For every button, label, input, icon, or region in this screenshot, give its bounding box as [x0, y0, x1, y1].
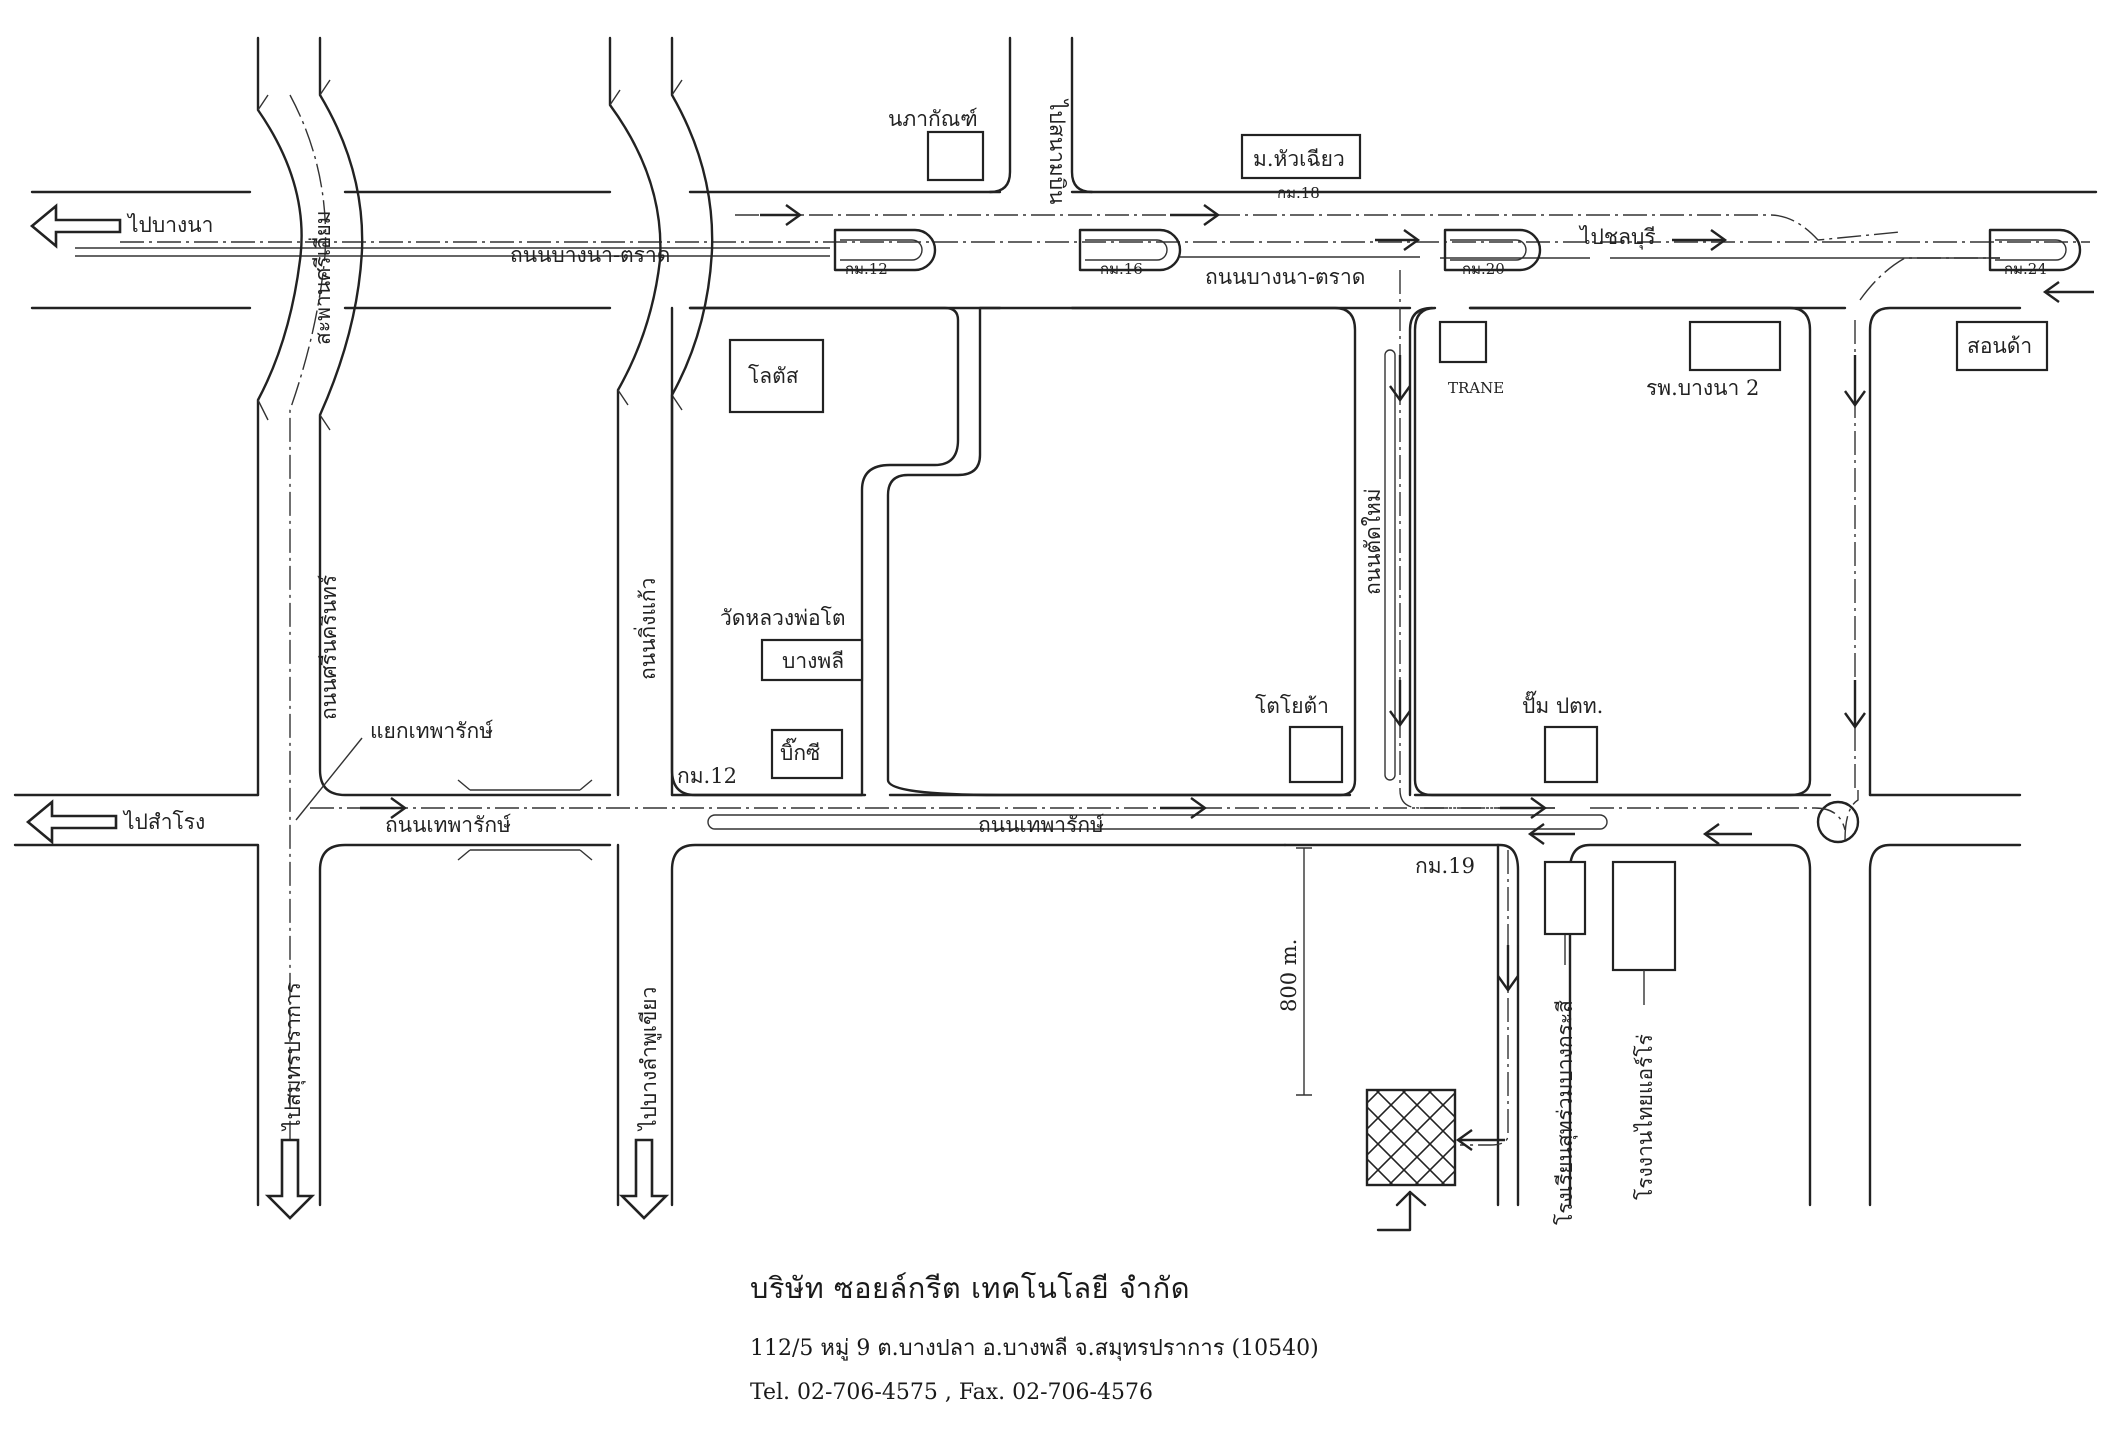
king-kaeo-road: ถนนกิ่งแก้ว — [608, 36, 1287, 1207]
landmark-wat-luang-pho-to: วัดหลวงพ่อโต — [720, 606, 846, 630]
bangna-trat-right-label: ถนนบางนา-ตราด — [1205, 265, 1365, 289]
route-arrow — [1170, 204, 1221, 226]
route-arrow — [1702, 823, 1752, 845]
route-arrow — [2042, 281, 2094, 303]
to-bangchalong-label: ไปบางลำพูเขียว — [637, 987, 662, 1132]
landmark-school: โรงเรียนสุทร่วมบางกระสี — [1543, 860, 1587, 1225]
arrow-west-bangna: ไปบางนา — [29, 203, 213, 249]
route-arrow — [360, 797, 408, 819]
svg-text:ม.หัวเฉียว: ม.หัวเฉียว — [1253, 147, 1345, 171]
km16-label: กม.16 — [1100, 260, 1143, 278]
route-arrow — [1844, 680, 1866, 730]
theparak-junction: แยกเทพารักษ์ — [295, 719, 494, 821]
landmark-hua-chiew: ม.หัวเฉียว กม.18 — [1240, 133, 1362, 202]
theparak-road: ถนนเทพารักษ์ ถนนเทพารักษ์ — [310, 779, 2022, 1207]
landmark-bigc: บิ๊กซี — [770, 728, 844, 780]
to-airport-label: ไปสนามบิน — [1045, 98, 1069, 204]
to-bangna-label: ไปบางนา — [126, 213, 213, 237]
arrow-west-samrong: ไปสำโรง — [25, 799, 205, 845]
arrow-south-samutprakan: ไปสมุทรปราการ — [264, 982, 316, 1220]
route-arrow — [1527, 823, 1575, 845]
km12-bottom-label: กม.12 — [677, 764, 737, 788]
svg-text:รพ.บางนา 2: รพ.บางนา 2 — [1646, 376, 1759, 400]
landmark-lotus: โลตัส — [728, 338, 825, 414]
u-turn-km16: กม.16 — [1078, 228, 1182, 278]
city-blocks: กม.12 — [670, 257, 2022, 844]
route-arrow — [1497, 945, 1519, 993]
route-arrow — [1389, 355, 1411, 403]
landmark-bangphli: บางพลี — [760, 638, 864, 682]
site-access-road: 800 m. กม.19 — [1277, 843, 1509, 1207]
to-samutprakan-label: ไปสมุทรปราการ — [281, 982, 306, 1132]
svg-text:บางพลี: บางพลี — [782, 649, 844, 673]
svg-text:แยกเทพารักษ์: แยกเทพารักษ์ — [370, 719, 494, 743]
svg-text:โรงงานไทยแอร์โร่: โรงงานไทยแอร์โร่ — [1633, 1034, 1657, 1200]
route-arrows — [360, 204, 2094, 1151]
new-cut-road-label: ถนนตัดใหม่ — [1361, 488, 1385, 595]
landmark-toyota: โตโยต้า — [1255, 694, 1344, 784]
bridge-label: สะพานศรีเอี่ยม — [308, 210, 335, 345]
king-kaeo-label: ถนนกิ่งแก้ว — [633, 578, 660, 680]
bangna-trat-highway — [30, 190, 2098, 310]
km20-label: กม.20 — [1462, 260, 1505, 278]
company-name: บริษัท ซอยล์กรีต เทคโนโลยี จำกัด — [750, 1271, 1191, 1305]
theparak-right-label: ถนนเทพารักษ์ — [978, 813, 1104, 837]
landmark-storehouse: สอนด้า — [1955, 320, 2049, 372]
landmark-nakkaphan: นภากัณฑ์ — [888, 107, 985, 182]
landmark-trane: TRANE — [1438, 320, 1504, 397]
route-arrow — [1455, 1129, 1505, 1151]
route-arrow — [1160, 797, 1208, 819]
distance-label: 800 m. — [1277, 939, 1301, 1012]
km12-top-label: กม.12 — [845, 260, 888, 278]
km19-label: กม.19 — [1415, 854, 1475, 878]
svg-text:ปั๊ม ปตท.: ปั๊ม ปตท. — [1522, 690, 1603, 718]
svg-text:บิ๊กซี: บิ๊กซี — [780, 737, 820, 765]
u-turn-km12: กม.12 — [833, 228, 937, 278]
svg-text:วัดหลวงพ่อโต: วัดหลวงพ่อโต — [720, 606, 846, 630]
svg-text:สอนด้า: สอนด้า — [1967, 334, 2032, 358]
route-arrow — [1389, 680, 1411, 728]
route-arrow — [1500, 797, 1548, 819]
route-arrow — [760, 204, 803, 226]
theparak-left-label: ถนนเทพารักษ์ — [385, 813, 511, 837]
route-arrow — [1672, 229, 1728, 251]
bangna-trat-left-label: ถนนบางนา-ตราด — [510, 243, 670, 267]
landmark-ptt: ปั๊ม ปตท. — [1522, 690, 1603, 784]
svg-text:TRANE: TRANE — [1448, 379, 1504, 397]
km24-label: กม.24 — [2004, 260, 2047, 278]
airport-road: ไปสนามบิน — [988, 36, 1094, 204]
route-arrow — [1375, 229, 1421, 251]
company-address: 112/5 หมู่ 9 ต.บางปลา อ.บางพลี จ.สมุทรปร… — [750, 1336, 1319, 1361]
u-turn-km20: กม.20 — [1443, 228, 1542, 278]
km18-label: กม.18 — [1277, 184, 1320, 202]
svg-text:นภากัณฑ์: นภากัณฑ์ — [888, 107, 978, 131]
u-turn-km24: กม.24 — [1988, 228, 2082, 278]
srinakarin-road: สะพานศรีเอี่ยม ถนนศรีนครินทร์ — [13, 36, 612, 1207]
svg-text:โลตัส: โลตัส — [748, 364, 799, 388]
arrow-south-bangchalong: ไปบางลำพูเขียว — [618, 987, 670, 1220]
svg-text:โรงเรียนสุทร่วมบางกระสี: โรงเรียนสุทร่วมบางกระสี — [1553, 1000, 1578, 1225]
route-arrow — [1844, 355, 1866, 408]
landmark-hospital: รพ.บางนา 2 — [1646, 320, 1782, 400]
to-samrong-label: ไปสำโรง — [122, 810, 205, 834]
landmark-factory: โรงงานไทยแอร์โร่ — [1611, 860, 1677, 1200]
svg-text:โตโยต้า: โตโยต้า — [1255, 694, 1329, 718]
company-site-marker — [1365, 1088, 1457, 1232]
srinakarin-label: ถนนศรีนครินทร์ — [317, 575, 341, 720]
company-contact: Tel. 02-706-4575 , Fax. 02-706-4576 — [750, 1380, 1153, 1405]
to-chonburi-label: ไปชลบุรี — [1578, 225, 1656, 250]
